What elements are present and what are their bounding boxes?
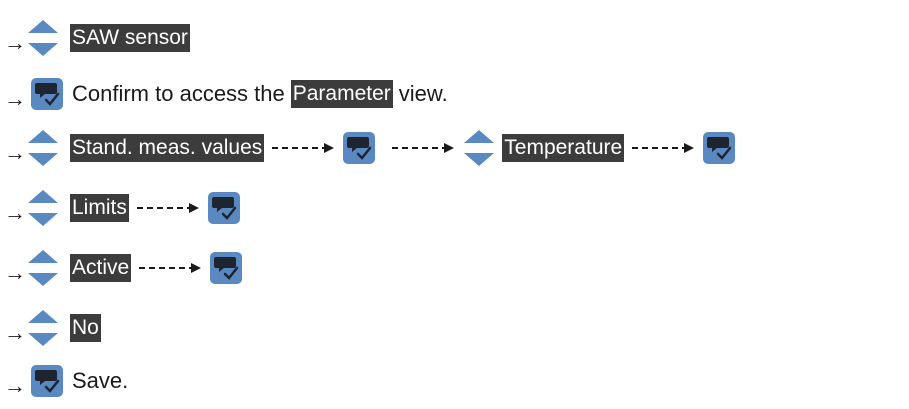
up-down-arrow-icon[interactable]	[26, 128, 60, 168]
confirm-button-icon[interactable]	[702, 131, 736, 165]
menu-item-active[interactable]: Active	[70, 254, 132, 282]
dashed-arrow-icon	[137, 261, 203, 275]
up-down-arrow-icon[interactable]	[26, 18, 60, 58]
dashed-arrow-icon	[135, 201, 201, 215]
step-row-2: → Confirm to access the Parameter view.	[0, 77, 448, 111]
step-arrow: →	[4, 140, 26, 165]
confirm-button-icon[interactable]	[30, 77, 64, 111]
step-arrow: →	[4, 320, 26, 345]
up-down-arrow-icon[interactable]	[26, 248, 60, 288]
dashed-arrow-icon	[630, 141, 696, 155]
menu-item-parameter[interactable]: Parameter	[290, 80, 393, 108]
step-text-save: Save.	[72, 368, 129, 393]
menu-item-saw-sensor[interactable]: SAW sensor	[70, 24, 190, 52]
step-arrow: →	[4, 200, 26, 225]
step-row-7: → Save.	[0, 364, 128, 398]
step-arrow: →	[4, 30, 26, 55]
menu-item-limits[interactable]: Limits	[70, 194, 129, 222]
step-row-1: → SAW sensor	[0, 18, 190, 58]
up-down-arrow-icon[interactable]	[26, 188, 60, 228]
menu-item-stand-meas-values[interactable]: Stand. meas. values	[70, 134, 265, 162]
up-down-arrow-icon[interactable]	[26, 308, 60, 348]
step-row-4: → Limits	[0, 188, 241, 228]
step-row-6: → No	[0, 308, 101, 348]
step-arrow: →	[4, 260, 26, 285]
confirm-button-icon[interactable]	[207, 191, 241, 225]
step-arrow: →	[4, 86, 26, 111]
menu-item-no[interactable]: No	[70, 314, 101, 342]
menu-item-temperature[interactable]: Temperature	[502, 134, 625, 162]
dashed-arrow-icon	[270, 141, 336, 155]
step-text: view.	[398, 81, 448, 106]
step-text: Confirm to access the	[72, 81, 285, 106]
confirm-button-icon[interactable]	[209, 251, 243, 285]
step-row-3: → Stand. meas. values Temperature	[0, 128, 736, 168]
confirm-button-icon[interactable]	[342, 131, 376, 165]
dashed-arrow-icon	[390, 141, 456, 155]
step-row-5: → Active	[0, 248, 243, 288]
step-arrow: →	[4, 373, 26, 398]
up-down-arrow-icon[interactable]	[462, 128, 496, 168]
confirm-button-icon[interactable]	[30, 364, 64, 398]
